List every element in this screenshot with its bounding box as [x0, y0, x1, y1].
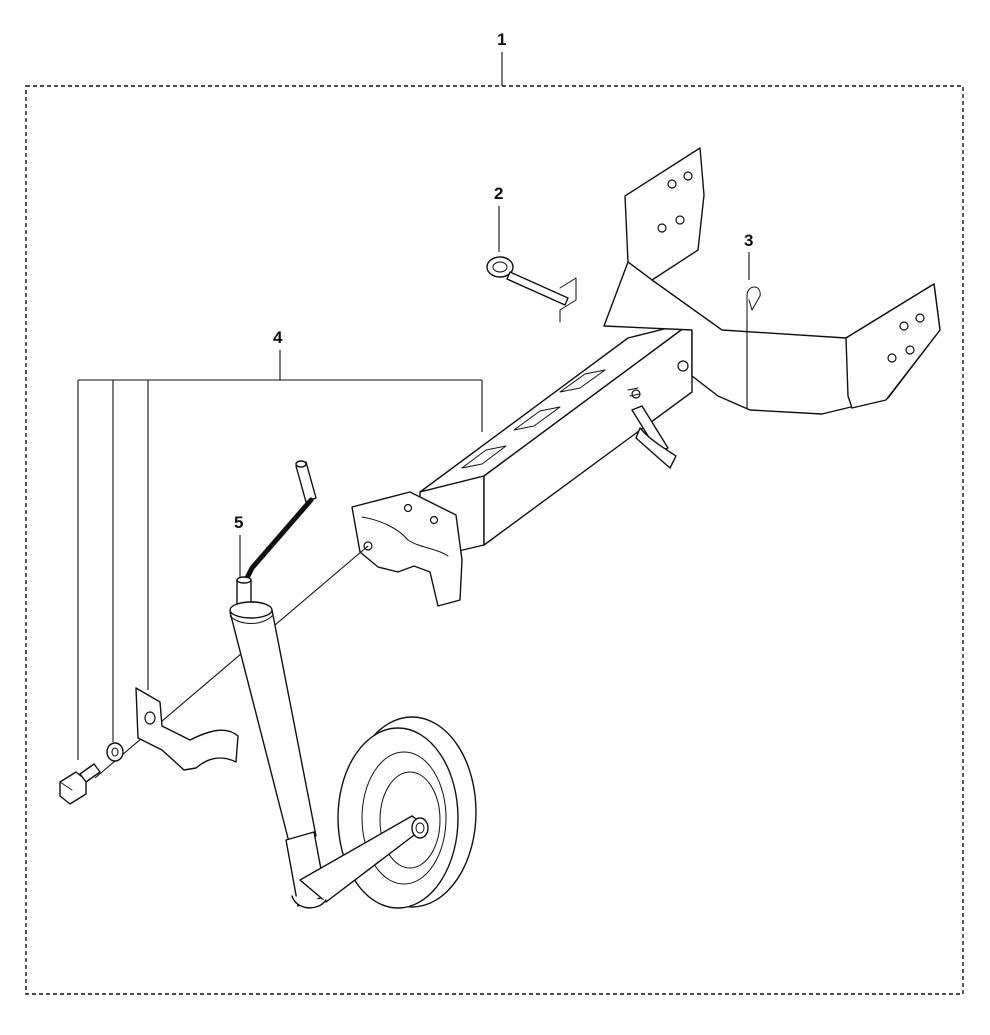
yoke-right-hole-4: [905, 345, 915, 355]
callout-1: 1: [497, 30, 506, 86]
yoke-right-hole-1: [899, 321, 909, 331]
callout-2: 2: [494, 184, 503, 252]
hitch-pin-ring-inner: [492, 261, 508, 273]
yoke-right-plate: [845, 283, 941, 409]
crank-handle-grip-top: [295, 460, 307, 468]
yoke-left-hole-3: [657, 223, 667, 233]
hitch-pin-shaft: [506, 271, 569, 306]
drawbar-slot-3: [559, 369, 606, 393]
lock-pin-lower: [627, 387, 677, 469]
drawbar-clamp-end: [351, 491, 463, 607]
yoke-right-hole-2: [915, 313, 925, 323]
drawbar-long-side: [483, 321, 693, 546]
mounting-bolt-head-edge: [59, 781, 73, 791]
wheel-hub-inner: [415, 822, 425, 834]
lock-pin-lower-handle: [635, 427, 677, 469]
drawbar-slot-1: [461, 445, 507, 469]
drawbar-end-pin-hole: [677, 360, 689, 372]
mounting-washer-outer: [106, 742, 124, 762]
callout-5-label: 5: [234, 513, 243, 532]
callout-1-label: 1: [497, 30, 506, 49]
callout-5: 5: [234, 513, 243, 578]
jack-outer-tube-band: [229, 615, 273, 624]
mounting-bolt-head: [59, 771, 87, 805]
hair-pin-clip: [746, 286, 761, 408]
clamp-bracket-hole: [144, 711, 156, 725]
jack-top-stub-cap: [236, 576, 252, 584]
callout-2-label: 2: [494, 184, 503, 203]
hitch-pin-ring: [486, 256, 514, 278]
jockey-wheel: [229, 460, 477, 909]
clamp-end-bolt-hole-2: [429, 515, 439, 525]
lock-pin-lower-spring: [627, 387, 641, 397]
crank-handle-grip: [295, 461, 317, 503]
callout-3-label: 3: [744, 231, 753, 250]
callout-4-label: 4: [273, 328, 283, 347]
clamp-bracket-shape: [135, 687, 239, 771]
yoke-left-plate: [624, 147, 705, 281]
wheel-rim-inner: [379, 771, 441, 869]
wheel-hub: [411, 817, 429, 839]
callout-4: 4: [77, 328, 483, 760]
hitch-yoke: [603, 147, 941, 415]
hitch-pin-break-line: [559, 277, 577, 323]
mounting-bolt-shank: [79, 763, 101, 783]
yoke-left-hole-2: [683, 171, 693, 181]
hair-pin-clip-shape: [746, 286, 761, 321]
yoke-left-hole-1: [667, 179, 677, 189]
crank-handle-arm-inner: [245, 499, 312, 581]
jack-outer-tube-top: [229, 601, 273, 619]
wheel-rim: [361, 751, 447, 885]
mounting-washer: [106, 742, 124, 762]
yoke-left-hole-4: [675, 215, 685, 225]
mounting-washer-inner: [111, 747, 119, 757]
hitch-pin: [486, 256, 577, 323]
kit-boundary-dashed-frame: [25, 85, 964, 995]
jack-foot: [291, 895, 327, 909]
drawbar-slot-2: [513, 406, 561, 431]
callout-3: 3: [744, 231, 753, 280]
yoke-right-hole-3: [887, 353, 897, 363]
mounting-bolt: [59, 763, 101, 805]
jack-outer-tube: [229, 601, 317, 847]
clamp-end-bolt-hole-1: [403, 503, 413, 513]
clamp-end-inner-curve: [361, 516, 449, 557]
clamp-bracket: [135, 687, 239, 771]
